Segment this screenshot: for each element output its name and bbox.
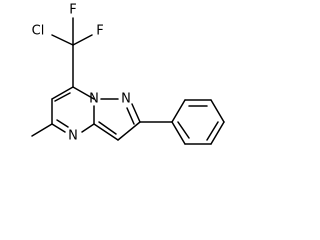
structure-diagram: Cl F F N N N <box>31 3 225 145</box>
atom-label-cl: Cl <box>32 24 45 39</box>
bond-n2-c2-double <box>126 107 135 125</box>
pyrazole-ring <box>93 98 141 141</box>
atom-label-n-pyrimidine: N <box>68 129 78 144</box>
bond-n2-c2 <box>131 103 141 123</box>
bond-c7-c6-double <box>54 92 71 102</box>
atom-label-f-right: F <box>96 24 103 39</box>
bond-ph3-ph4 <box>210 99 225 123</box>
pyrimidine-ring <box>31 86 95 137</box>
bond-c2-c3 <box>117 121 141 141</box>
atom-label-n-pyrazole: N <box>121 92 131 107</box>
bond-ph6-ph1 <box>171 121 186 145</box>
bond-ph6-ph1-double <box>177 121 190 139</box>
bond-c7-n1 <box>72 86 95 100</box>
bond-c-f-right <box>72 34 93 46</box>
bond-c5-n4 <box>51 123 66 133</box>
bond-ph4-ph5 <box>210 121 225 145</box>
bond-ph4-ph5-double <box>206 121 219 141</box>
bond-c5-n4-double <box>56 119 69 128</box>
bond-c3-c3a-double <box>98 121 117 135</box>
bond-c5-methyl <box>31 123 53 137</box>
bond-ph1-ph2 <box>171 99 186 123</box>
bond-n4-c3a <box>81 123 95 133</box>
atom-labels: Cl F F N N N <box>32 3 131 144</box>
atom-label-n-bridge: N <box>89 92 99 107</box>
bond-c3-c3a <box>93 123 119 141</box>
bond-c-cl <box>51 34 74 46</box>
bond-c7-c6 <box>51 86 74 100</box>
atom-label-f-top: F <box>69 3 76 18</box>
chlorodifluoromethyl-group <box>51 17 93 88</box>
phenyl-ring <box>139 99 225 145</box>
